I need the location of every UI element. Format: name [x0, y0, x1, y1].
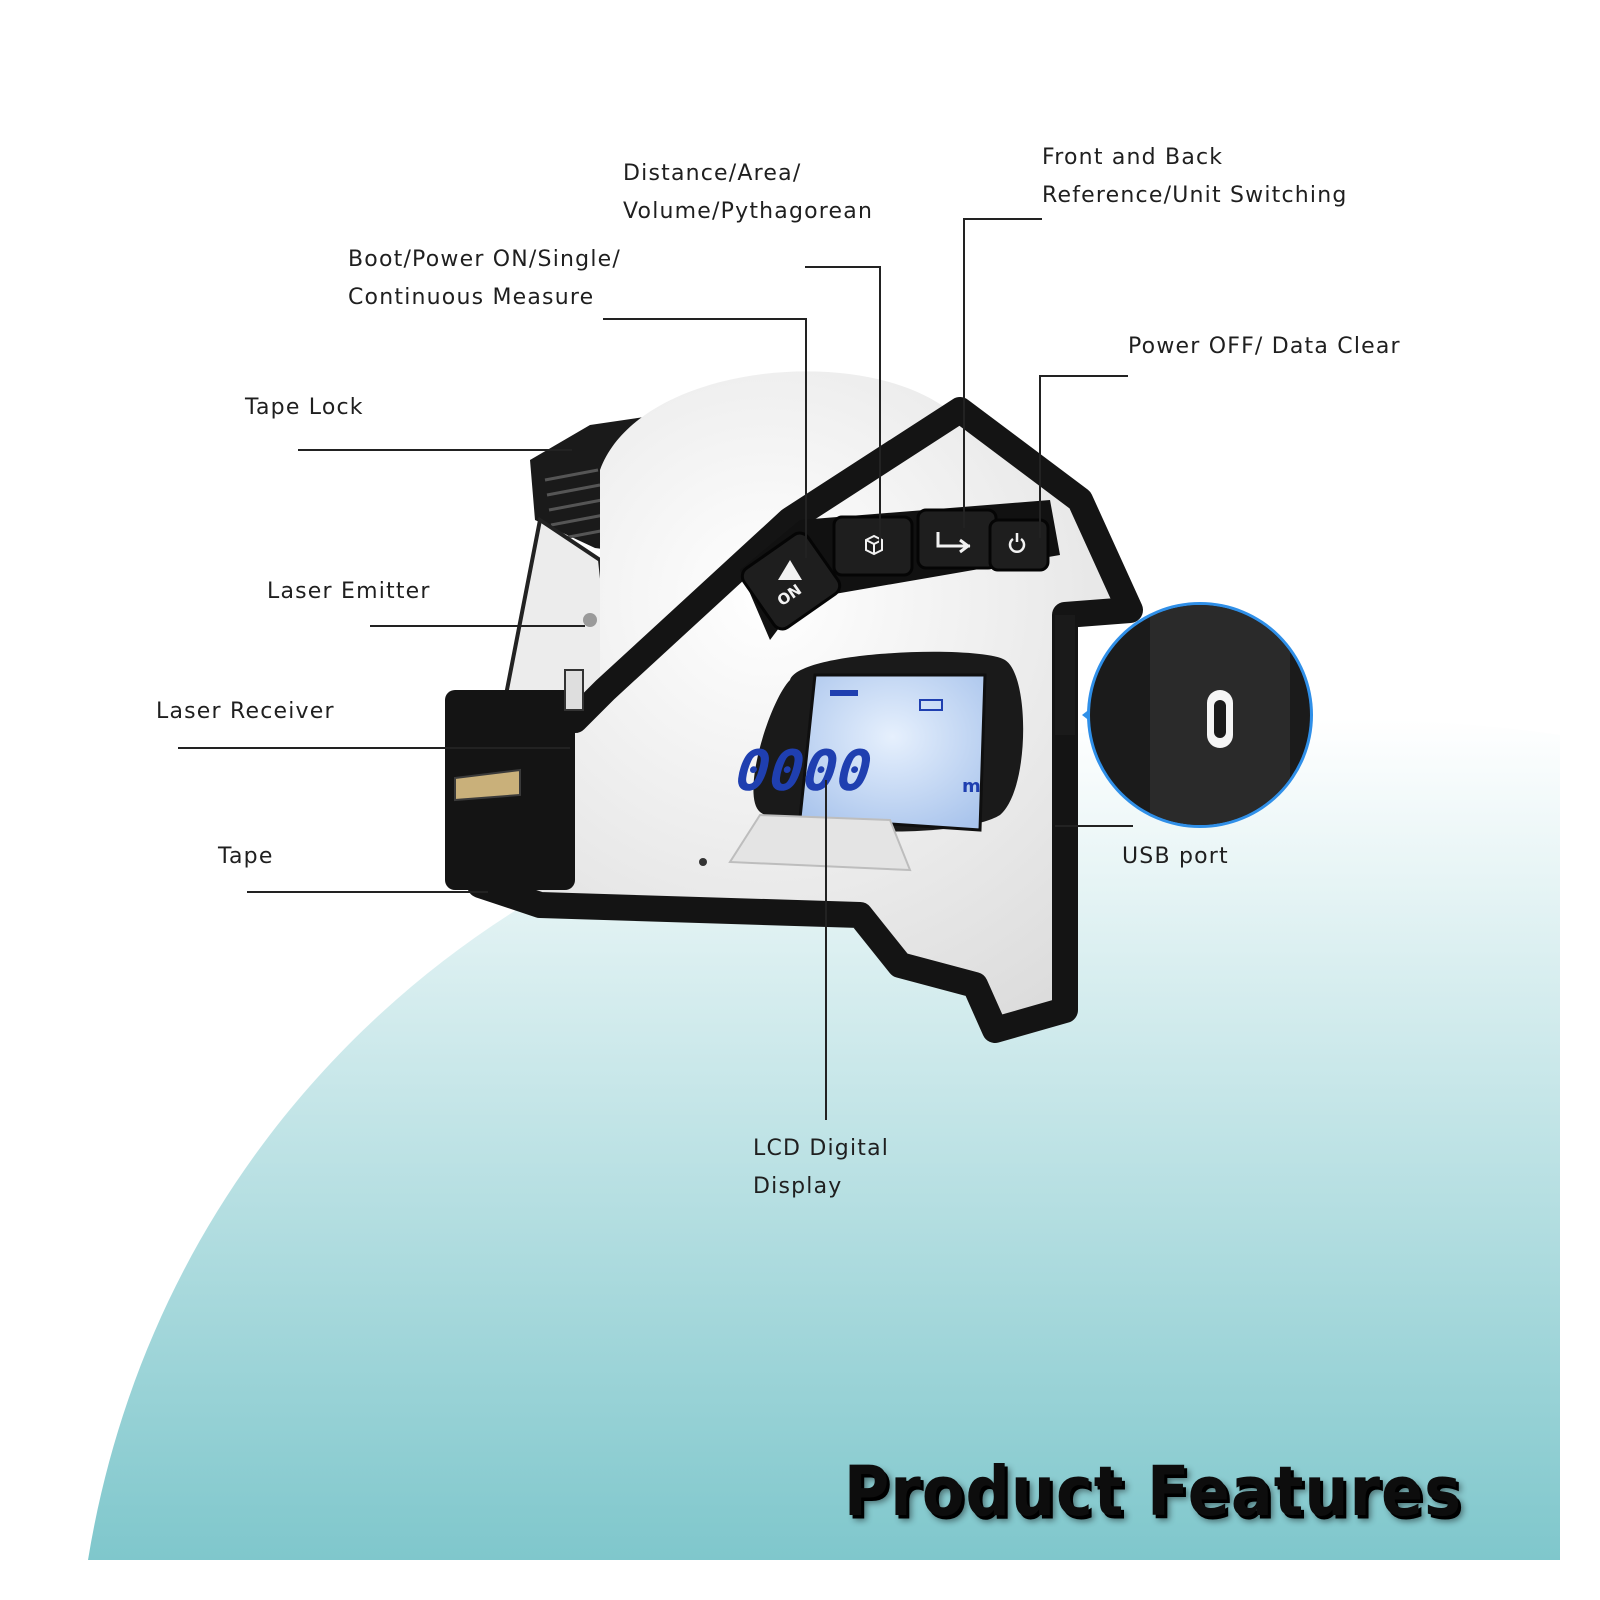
callout-boot-line-1: Boot/Power ON/Single/	[348, 247, 621, 272]
lcd-reading: 0000	[733, 739, 875, 804]
laser-emitter-lens	[583, 613, 597, 627]
callout-tape-line-1: Tape	[218, 844, 274, 869]
callout-mode-line-1: Distance/Area/	[623, 161, 802, 186]
callout-boot: Boot/Power ON/Single/ Continuous Measure	[348, 241, 621, 317]
sight-window	[728, 813, 912, 872]
background-sweep	[88, 718, 1560, 1560]
callout-mode: Distance/Area/ Volume/Pythagorean	[623, 155, 873, 231]
callout-laser-emitter: Laser Emitter	[267, 573, 431, 611]
leader-power-off	[1039, 375, 1128, 538]
lcd-unit: m	[962, 776, 981, 797]
callout-power-off: Power OFF/ Data Clear	[1128, 328, 1401, 366]
callout-laser-emitter-line-1: Laser Emitter	[267, 579, 431, 604]
callout-laser-receiver: Laser Receiver	[156, 693, 335, 731]
callout-reference-line-2: Reference/Unit Switching	[1042, 183, 1348, 208]
callout-reference: Front and Back Reference/Unit Switching	[1042, 139, 1348, 215]
callout-tape-lock-line-1: Tape Lock	[245, 395, 364, 420]
side-ridge	[1055, 615, 1075, 735]
leader-boot	[603, 318, 807, 558]
device-frame	[457, 397, 1143, 1043]
power-icon	[1008, 533, 1026, 553]
laser-receiver-window	[564, 669, 584, 711]
power-off-button[interactable]	[988, 518, 1050, 572]
callout-tape-lock: Tape Lock	[245, 389, 364, 427]
leader-mode	[805, 266, 881, 548]
callout-mode-line-2: Volume/Pythagorean	[623, 199, 874, 224]
on-button[interactable]: ON	[738, 529, 843, 633]
lcd-battery-icon	[919, 699, 943, 711]
callout-lcd-display-line-1: LCD Digital	[753, 1136, 890, 1161]
leader-lines	[178, 218, 1133, 1120]
callout-reference-line-1: Front and Back	[1042, 145, 1224, 170]
callout-lcd-display-line-2: Display	[753, 1174, 843, 1199]
laser-tape-measure: ON 0000 m	[445, 371, 1143, 1043]
lcd-screen	[798, 673, 987, 832]
play-triangle-icon	[778, 560, 802, 580]
tape-blade	[454, 768, 521, 802]
indicator-dot	[699, 858, 707, 866]
callout-tape: Tape	[218, 838, 274, 876]
page-title: Product Features	[843, 1451, 1462, 1532]
callout-boot-line-2: Continuous Measure	[348, 285, 595, 310]
reference-edge-icon	[936, 532, 971, 554]
reference-button[interactable]	[916, 508, 998, 570]
callout-usb-port: USB port	[1122, 838, 1229, 876]
callout-usb-port-line-1: USB port	[1122, 844, 1229, 869]
callout-power-off-line-1: Power OFF/ Data Clear	[1128, 334, 1401, 359]
mode-button[interactable]	[832, 515, 914, 577]
callout-laser-receiver-line-1: Laser Receiver	[156, 699, 335, 724]
callout-lcd-display: LCD Digital Display	[753, 1130, 889, 1206]
leader-reference	[963, 218, 1042, 528]
usb-zoom-callout	[1082, 602, 1313, 828]
lcd-top-bar	[830, 690, 858, 696]
